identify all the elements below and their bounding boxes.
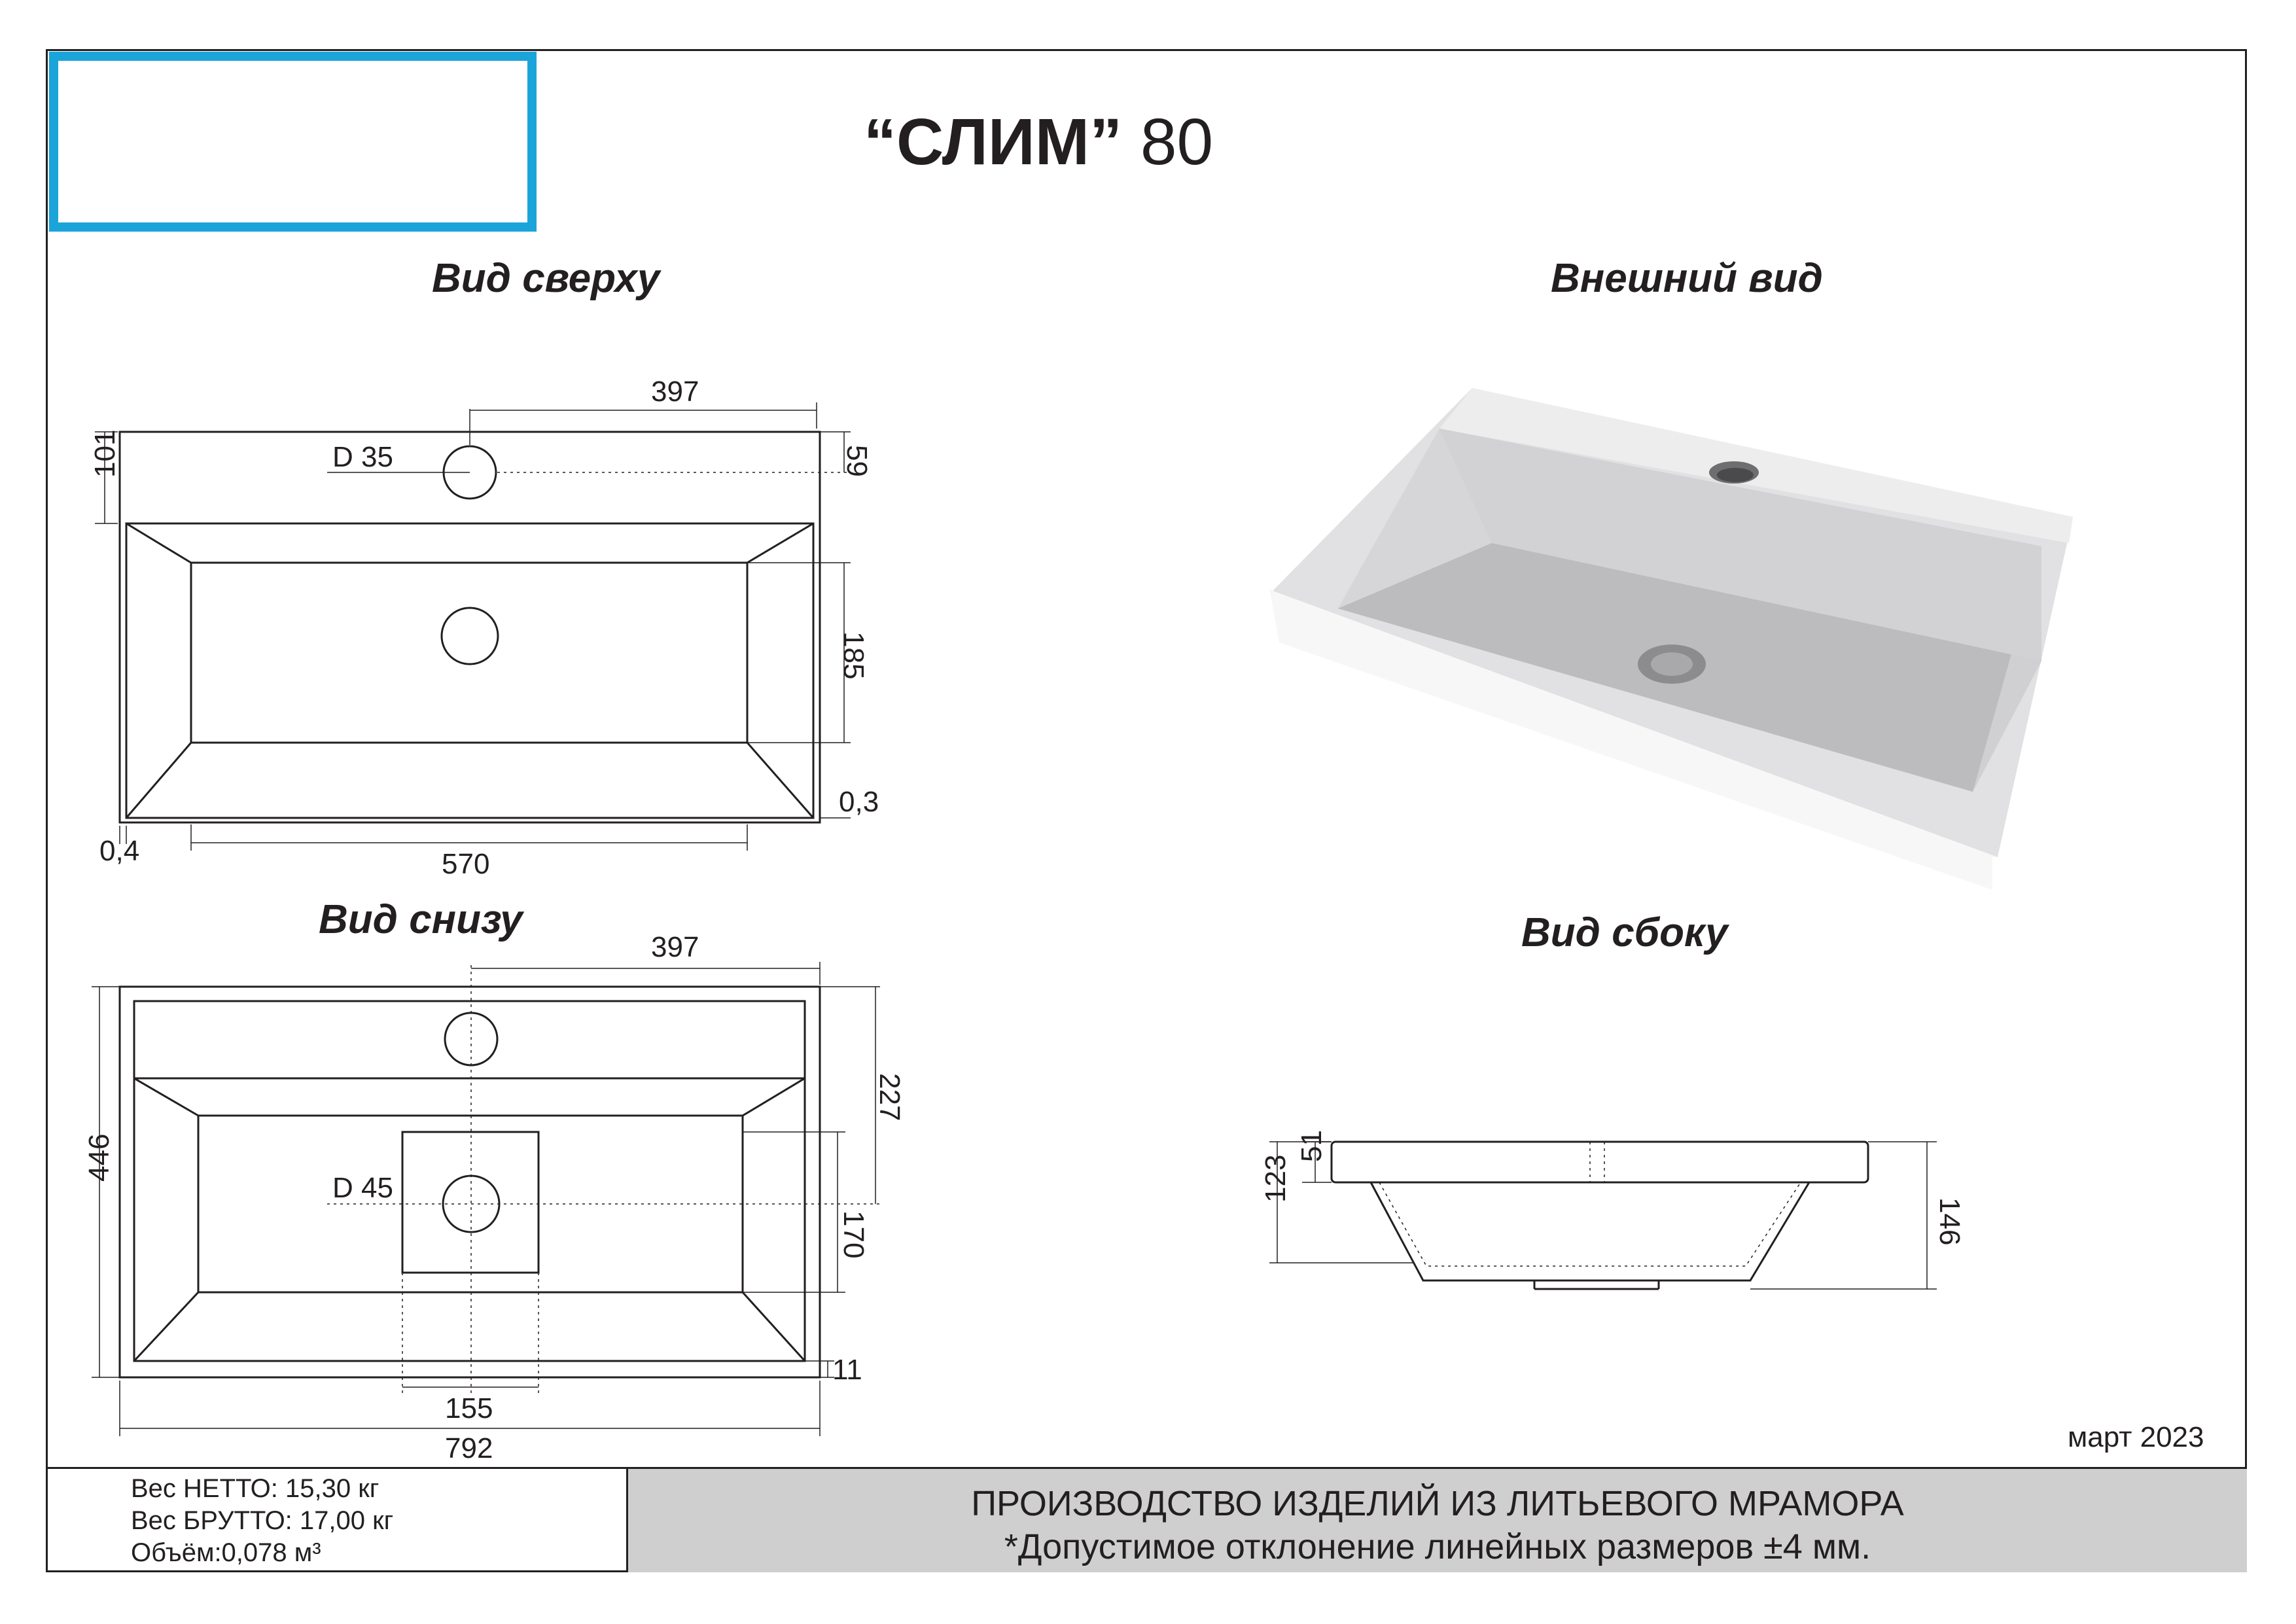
specs-panel: Вес НЕТТО: 15,30 кг Вес БРУТТО: 17,00 кг… [46, 1467, 628, 1572]
top-dim-397: 397 [651, 376, 699, 408]
weight-gross: Вес БРУТТО: 17,00 кг [131, 1506, 394, 1535]
revision-date: март 2023 [2068, 1421, 2204, 1453]
top-dim-185: 185 [838, 631, 870, 679]
top-dim-0-4: 0,4 [99, 835, 139, 867]
bottom-view-drawing [92, 962, 880, 1436]
exterior-sink-render [1269, 388, 2073, 890]
top-dim-570: 570 [442, 848, 489, 880]
logo-placeholder [49, 52, 537, 232]
top-dim-d35: D 35 [332, 441, 393, 473]
bottom-dim-11: 11 [832, 1354, 862, 1386]
bottom-dim-d45: D 45 [332, 1172, 393, 1204]
bottom-dim-170: 170 [838, 1210, 870, 1258]
product-title: “СЛИМ” 80 [864, 105, 1213, 180]
side-view-drawing [1269, 1140, 1937, 1290]
volume: Объём:0,078 м³ [131, 1538, 321, 1567]
tolerance-text: *Допустимое отклонение линейных размеров… [1004, 1527, 1871, 1566]
exterior-view-title: Внешний вид [1551, 256, 1823, 301]
side-view-title: Вид сбоку [1521, 910, 1728, 955]
top-view-title: Вид сверху [432, 256, 660, 301]
weight-net: Вес НЕТТО: 15,30 кг [131, 1474, 380, 1503]
bottom-dim-446: 446 [83, 1134, 115, 1182]
bottom-dim-227: 227 [874, 1073, 906, 1121]
top-dim-101: 101 [89, 430, 121, 478]
side-dim-123: 123 [1260, 1155, 1292, 1203]
bottom-view-title: Вид снизу [319, 897, 523, 942]
top-dim-59: 59 [841, 445, 873, 477]
side-dim-146: 146 [1934, 1197, 1966, 1245]
bottom-dim-792: 792 [445, 1432, 493, 1464]
bottom-dim-397: 397 [651, 931, 699, 963]
production-band: ПРОИЗВОДСТВО ИЗДЕЛИЙ ИЗ ЛИТЬЕВОГО МРАМОР… [628, 1467, 2247, 1572]
product-name: “СЛИМ” [864, 105, 1123, 179]
top-view-drawing [95, 402, 851, 851]
production-text: ПРОИЗВОДСТВО ИЗДЕЛИЙ ИЗ ЛИТЬЕВОГО МРАМОР… [971, 1484, 1904, 1523]
top-dim-0-3: 0,3 [839, 786, 879, 818]
side-dim-51: 51 [1296, 1130, 1328, 1162]
bottom-dim-155: 155 [445, 1392, 493, 1424]
product-size: 80 [1140, 105, 1214, 179]
